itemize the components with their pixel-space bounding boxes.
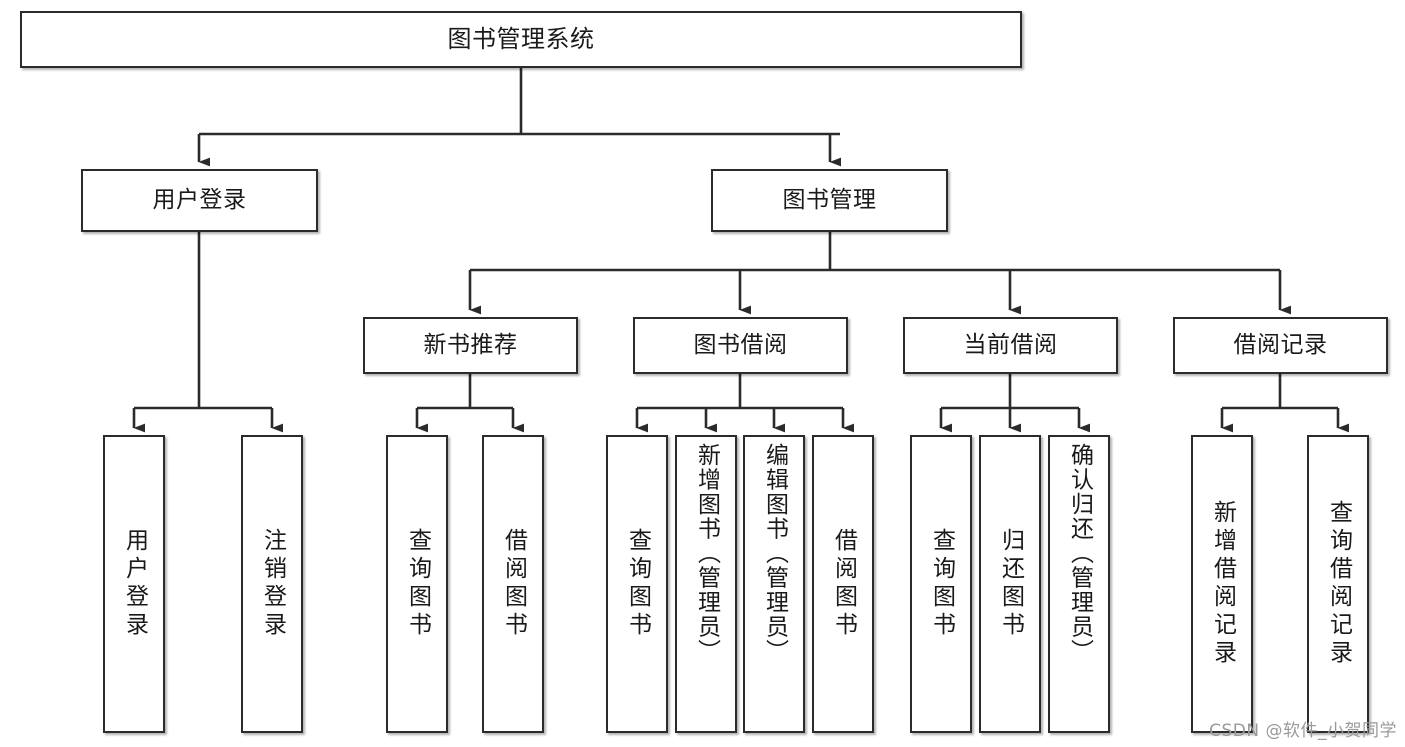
node-label: 新增借阅记录 <box>1209 500 1236 668</box>
node-label: 查询图书 <box>404 528 431 640</box>
node-label: 编辑图书（管理员） <box>761 443 788 664</box>
node-label: 新书推荐 <box>423 332 518 359</box>
node-label: 查询借阅记录 <box>1325 500 1352 668</box>
leaf-confirm-return-admin[interactable]: 确认归还（管理员） <box>1048 435 1110 733</box>
leaf-query-book-recommend[interactable]: 查询图书 <box>386 435 448 733</box>
node-label: 查询图书 <box>928 528 955 640</box>
node-label: 归还图书 <box>997 528 1024 640</box>
node-label: 借阅记录 <box>1233 332 1328 359</box>
node-label: 用户登录 <box>121 528 148 640</box>
node-book-borrow[interactable]: 图书借阅 <box>633 317 848 374</box>
leaf-query-book-borrow[interactable]: 查询图书 <box>606 435 668 733</box>
node-label: 确认归还（管理员） <box>1066 443 1093 664</box>
leaf-user-login[interactable]: 用户登录 <box>103 435 165 733</box>
node-label: 注销登录 <box>259 528 286 640</box>
leaf-edit-book-admin[interactable]: 编辑图书（管理员） <box>743 435 805 733</box>
leaf-query-book-current[interactable]: 查询图书 <box>910 435 972 733</box>
leaf-borrow-book[interactable]: 借阅图书 <box>812 435 874 733</box>
node-label: 新增图书（管理员） <box>693 443 720 664</box>
leaf-add-book-admin[interactable]: 新增图书（管理员） <box>675 435 737 733</box>
node-root-system[interactable]: 图书管理系统 <box>20 11 1022 68</box>
node-label: 用户登录 <box>152 187 247 214</box>
leaf-query-borrow-record[interactable]: 查询借阅记录 <box>1307 435 1369 733</box>
node-book-management[interactable]: 图书管理 <box>711 169 948 232</box>
node-label: 借阅图书 <box>830 528 857 640</box>
node-borrow-record[interactable]: 借阅记录 <box>1173 317 1388 374</box>
node-label: 图书管理 <box>782 187 877 214</box>
watermark-text: CSDN @软件_小贺同学 <box>1209 721 1397 741</box>
node-label: 查询图书 <box>624 528 651 640</box>
node-new-book-recommend[interactable]: 新书推荐 <box>363 317 578 374</box>
node-user-login[interactable]: 用户登录 <box>81 169 318 232</box>
leaf-logout[interactable]: 注销登录 <box>241 435 303 733</box>
node-label: 图书管理系统 <box>447 24 595 53</box>
node-label: 图书借阅 <box>693 332 788 359</box>
leaf-add-borrow-record[interactable]: 新增借阅记录 <box>1191 435 1253 733</box>
node-current-borrow[interactable]: 当前借阅 <box>903 317 1118 374</box>
node-label: 借阅图书 <box>500 528 527 640</box>
node-label: 当前借阅 <box>963 332 1058 359</box>
leaf-return-book[interactable]: 归还图书 <box>979 435 1041 733</box>
leaf-borrow-book-recommend[interactable]: 借阅图书 <box>482 435 544 733</box>
